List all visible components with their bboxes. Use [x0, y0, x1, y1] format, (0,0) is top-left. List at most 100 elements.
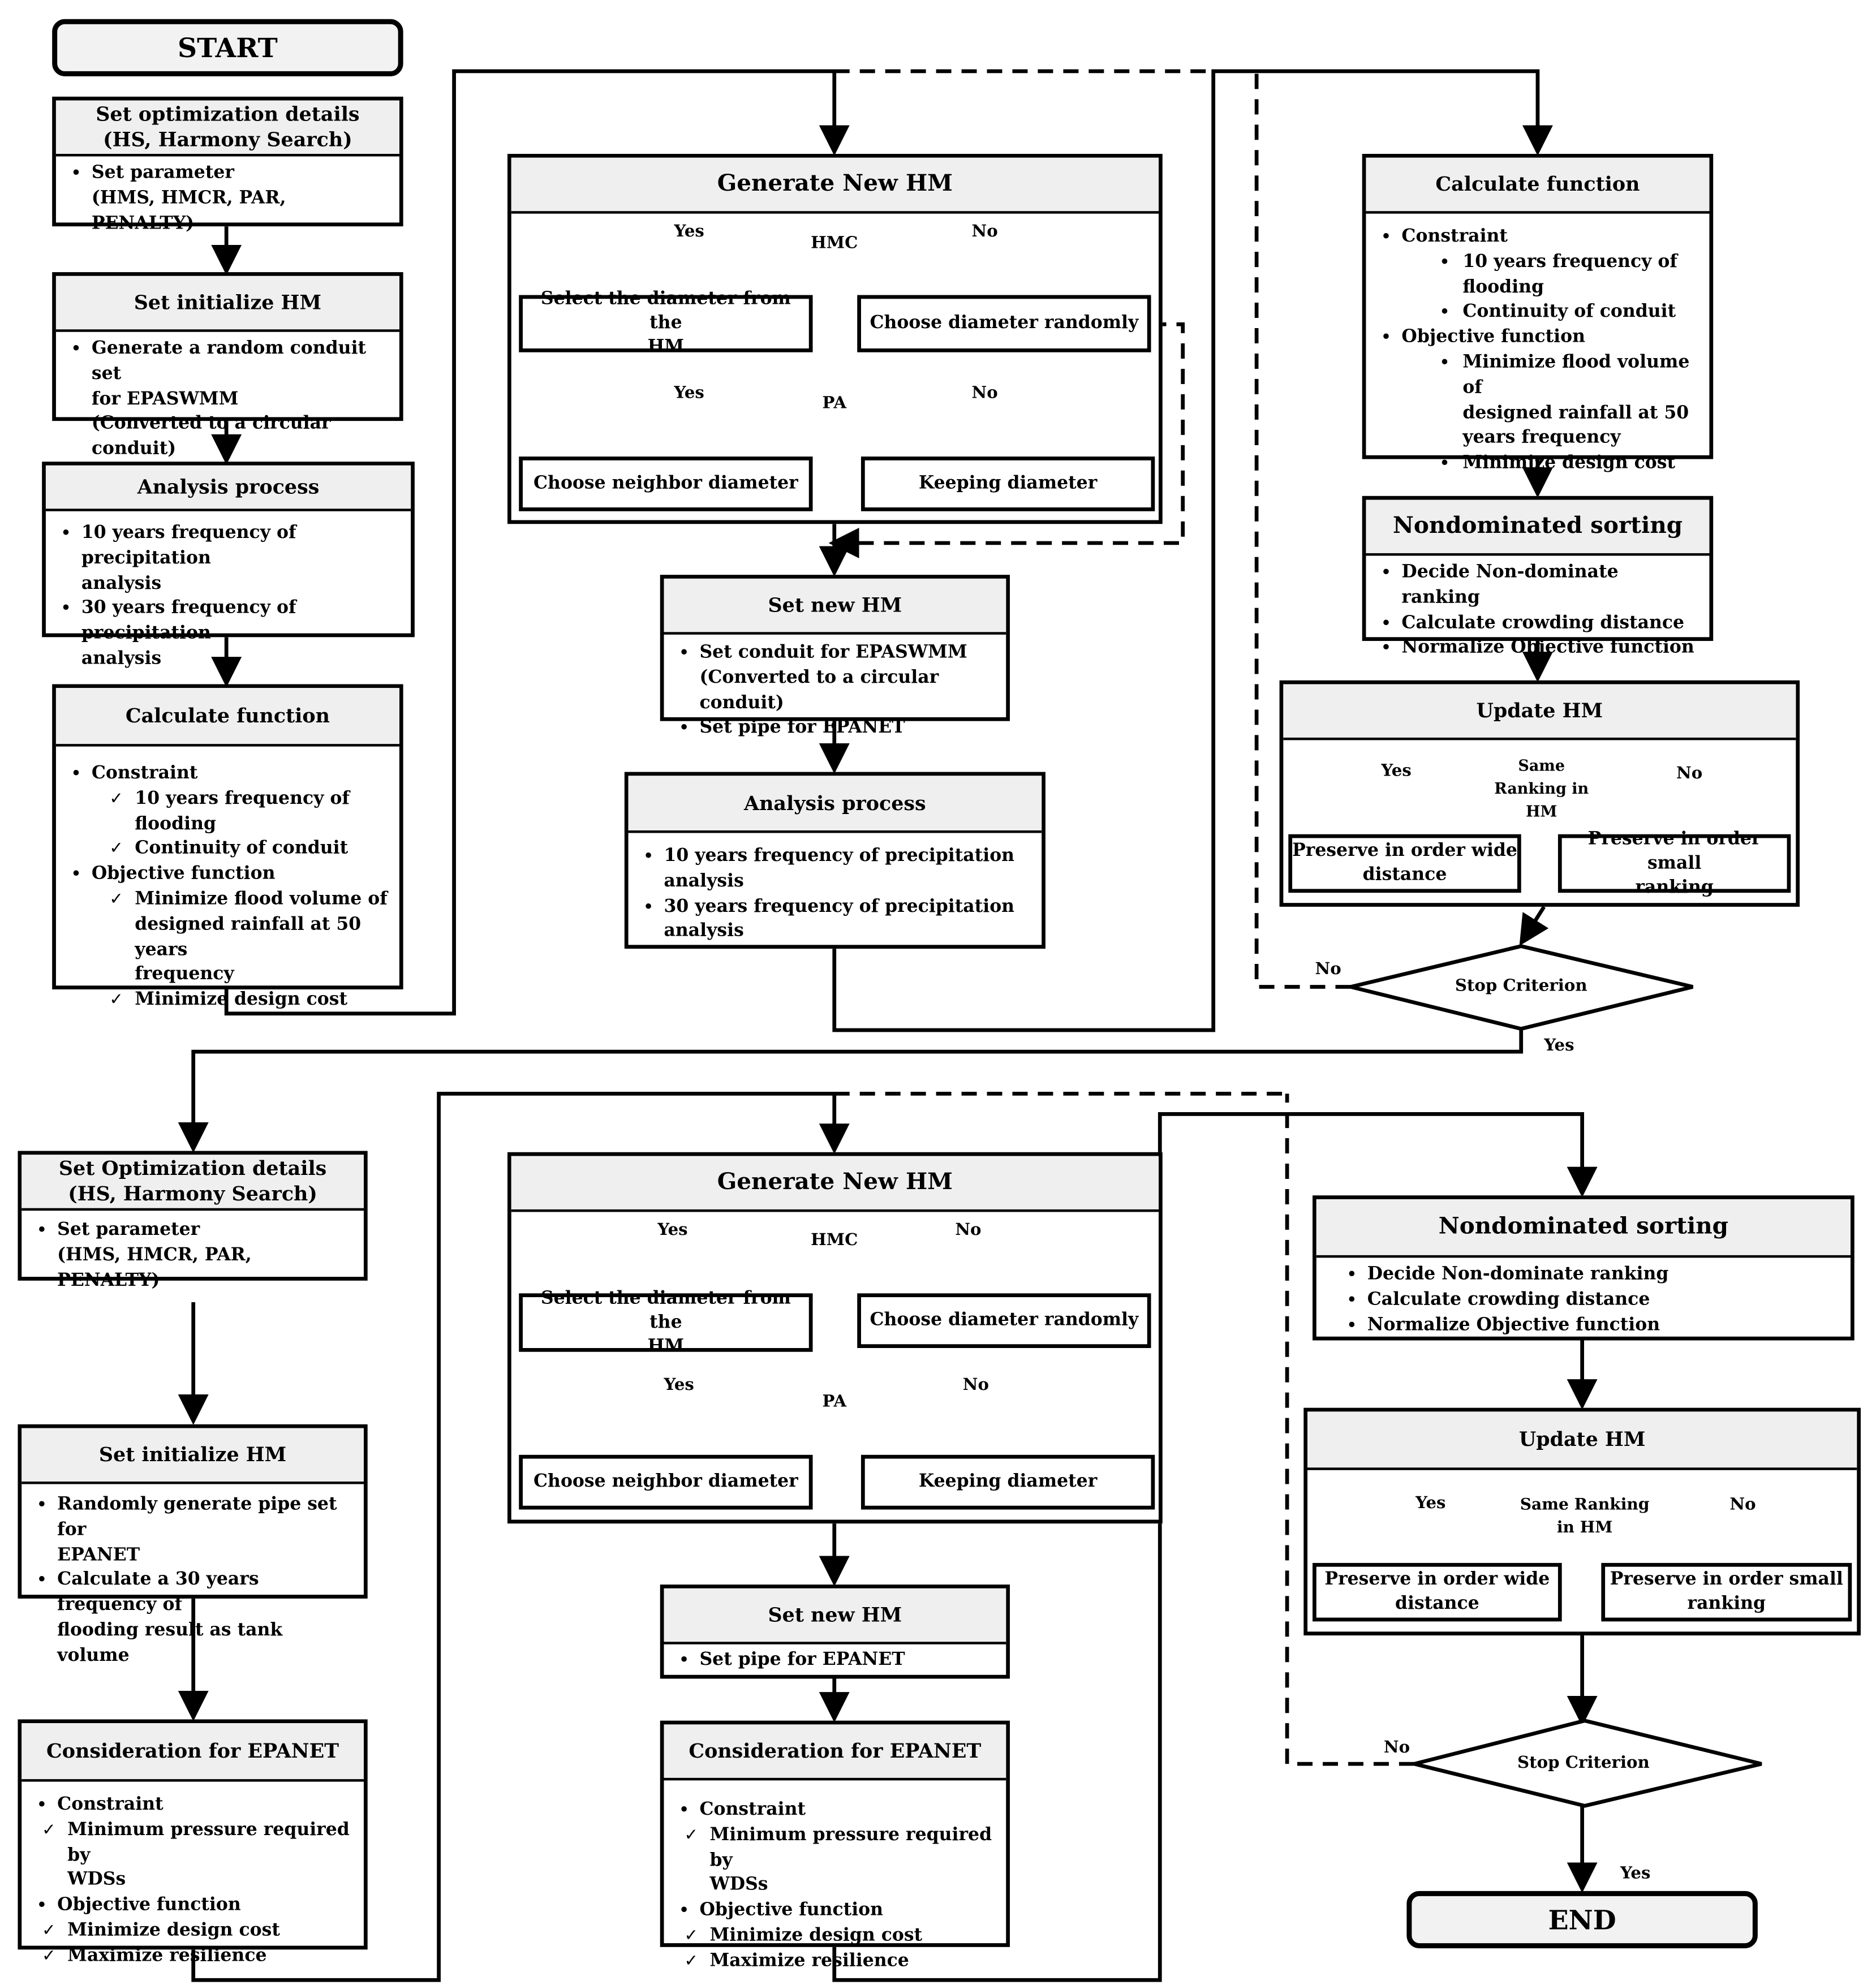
p2-select-b: HM	[647, 1336, 685, 1357]
p2-nondominated-box: Nondominated sorting Decide Non-dominate…	[1313, 1195, 1855, 1341]
p2-set-initialize-box: Set initialize HM Randomly generate pipe…	[18, 1424, 368, 1666]
p1-calc2-o2: Minimize design cost	[1374, 451, 1702, 477]
p1-wide-a: Preserve in order wide	[1292, 840, 1517, 861]
p2-set-optimization-box: Set Optimization details(HS, Harmony Sea…	[18, 1151, 368, 1290]
p1-setnew-i1a: Set conduit for EPASWMM	[672, 641, 999, 666]
p2-cons-o1: Minimize design cost	[29, 1919, 356, 1944]
p1-calc-c1b: flooding	[135, 813, 217, 834]
p1-calc-o2: Minimize design cost	[63, 988, 391, 1014]
p2-update-no: No	[1729, 1495, 1756, 1515]
p2-preserve-small-box: Preserve in order small ranking	[1601, 1562, 1852, 1622]
p1-calc2-o0: Objective function	[1374, 326, 1702, 351]
p1-calc2-c1a: 10 years frequency of	[1374, 250, 1702, 275]
p2-hmc-label: HMC	[811, 1231, 858, 1250]
p2-update-yes: Yes	[1415, 1494, 1446, 1514]
p1-calc-o1c: frequency	[135, 964, 234, 985]
p1-calc2-o1c: years frequency	[1462, 428, 1621, 449]
p2-setopt-item1a: Set parameter	[29, 1218, 356, 1244]
p1-same-c: HM	[1526, 802, 1557, 821]
p2-small-a: Preserve in order small	[1610, 1569, 1843, 1590]
p1-calc-o1a: Minimize flood volume of	[63, 888, 391, 913]
p1-pa-no: No	[971, 384, 998, 403]
p1-calc2-c2: Continuity of conduit	[1374, 300, 1702, 326]
p1-calc-o1b: designed rainfall at 50 years	[135, 914, 362, 960]
p2-hmc-yes: Yes	[657, 1221, 688, 1240]
p2-neighbor-box: Choose neighbor diameter	[519, 1454, 813, 1510]
p2-neighbor: Choose neighbor diameter	[533, 1471, 798, 1492]
p2-nds-i3: Normalize Objective function	[1339, 1313, 1843, 1338]
p1-calc-title: Calculate function	[125, 703, 330, 727]
p1-stop-no: No	[1315, 960, 1341, 980]
p2-init-i2a: Calculate a 30 years frequency of	[29, 1569, 356, 1619]
p1-pa-yes: Yes	[674, 384, 704, 403]
p1-random-box: Choose diameter randomly	[857, 295, 1151, 352]
p2-cons2-c1b: WDSs	[709, 1875, 768, 1896]
p2-cons-o2: Maximize resilience	[29, 1944, 356, 1970]
end-terminal: END	[1406, 1891, 1758, 1949]
start-label: START	[177, 32, 278, 64]
p1-set-new-hm-box: Set new HM Set conduit for EPASWMM (Conv…	[660, 575, 1010, 742]
p2-same-ranking-label: Same Ranking in HM	[1520, 1493, 1650, 1539]
p2-cons-o0: Objective function	[29, 1894, 356, 1919]
p1-calc2-c0: Constraint	[1374, 225, 1702, 251]
p1-setopt-title2: (HS, Harmony Search)	[103, 127, 352, 152]
p1-preserve-wide-box: Preserve in order wide distance	[1288, 834, 1521, 893]
p1-nds-i3: Normalize Objective function	[1374, 636, 1702, 662]
p1-calculate2-box: Calculate function Constraint 10 years f…	[1362, 154, 1714, 477]
p1-setnew-title: Set new HM	[768, 592, 902, 617]
p1-update-no: No	[1676, 764, 1703, 783]
p1-pa-label: PA	[822, 394, 847, 414]
p1-analysis2-i1a: 10 years frequency of precipitation	[636, 845, 1034, 870]
p1-hmc-label: HMC	[811, 234, 858, 253]
p2-cons-c1a: Minimum pressure required by	[29, 1818, 356, 1868]
p2-same-b: in HM	[1556, 1517, 1613, 1536]
p2-setnew-title: Set new HM	[768, 1602, 902, 1627]
p2-cons2-c1a: Minimum pressure required by	[672, 1823, 999, 1874]
p2-pa-no: No	[962, 1376, 989, 1396]
p1-analysis-i2a: 30 years frequency of precipitation	[53, 597, 403, 647]
p2-stop-criterion: Stop Criterion	[1517, 1754, 1650, 1773]
p1-calc2-o1b: designed rainfall at 50	[1462, 402, 1689, 423]
p1-neighbor-box: Choose neighbor diameter	[519, 457, 813, 511]
p1-nds-i2: Calculate crowding distance	[1374, 611, 1702, 636]
p1-stop-criterion: Stop Criterion	[1455, 976, 1587, 996]
p2-init-i2b: flooding result as tank volume	[57, 1620, 283, 1666]
p1-calc2-c1b: flooding	[1462, 277, 1544, 298]
p2-cons2-title: Consideration for EPANET	[689, 1738, 982, 1763]
p2-random: Choose diameter randomly	[870, 1310, 1139, 1330]
p1-random: Choose diameter randomly	[870, 313, 1139, 334]
p1-setopt-item1a: Set parameter	[63, 162, 391, 187]
p2-select-a: Select the diameter from the	[540, 1288, 791, 1332]
p1-nds-title: Nondominated sorting	[1392, 512, 1683, 540]
p2-setopt-title2: (HS, Harmony Search)	[68, 1181, 317, 1206]
p2-pa-label: PA	[822, 1392, 847, 1412]
p2-nds-i1: Decide Non-dominate ranking	[1339, 1263, 1843, 1288]
p1-analysis-box: Analysis process 10 years frequency of p…	[42, 462, 415, 669]
p1-same-b: Ranking in	[1494, 780, 1589, 798]
p1-keep: Keeping diameter	[918, 473, 1098, 494]
p1-init-item1a: Generate a random conduit set	[63, 337, 391, 387]
p1-calc-c0: Constraint	[63, 762, 391, 787]
p2-nds-i2: Calculate crowding distance	[1339, 1288, 1843, 1314]
p2-small-b: ranking	[1687, 1593, 1766, 1614]
p1-calc-c1a: 10 years frequency of	[63, 787, 391, 812]
p1-nds-i1: Decide Non-dominate ranking	[1374, 561, 1702, 611]
p1-wide-b: distance	[1362, 864, 1447, 885]
p1-analysis-title: Analysis process	[137, 474, 320, 499]
end-label: END	[1548, 1904, 1616, 1936]
p2-cons-title: Consideration for EPANET	[46, 1738, 339, 1763]
p2-setnew-i1: Set pipe for EPANET	[672, 1648, 999, 1674]
p2-consideration-box: Consideration for EPANET Constraint Mini…	[18, 1719, 368, 1969]
p1-init-title: Set initialize HM	[134, 290, 322, 315]
p1-analysis2-box: Analysis process 10 years frequency of p…	[624, 772, 1045, 949]
p2-cons2-o1: Minimize design cost	[672, 1924, 999, 1949]
p1-stop-yes: Yes	[1544, 1036, 1574, 1056]
p1-analysis2-i2a: 30 years frequency of precipitation	[636, 895, 1034, 920]
p1-hmc-yes: Yes	[674, 222, 704, 242]
p2-hmc-no: No	[955, 1221, 982, 1240]
p1-hmc-no: No	[971, 222, 998, 242]
